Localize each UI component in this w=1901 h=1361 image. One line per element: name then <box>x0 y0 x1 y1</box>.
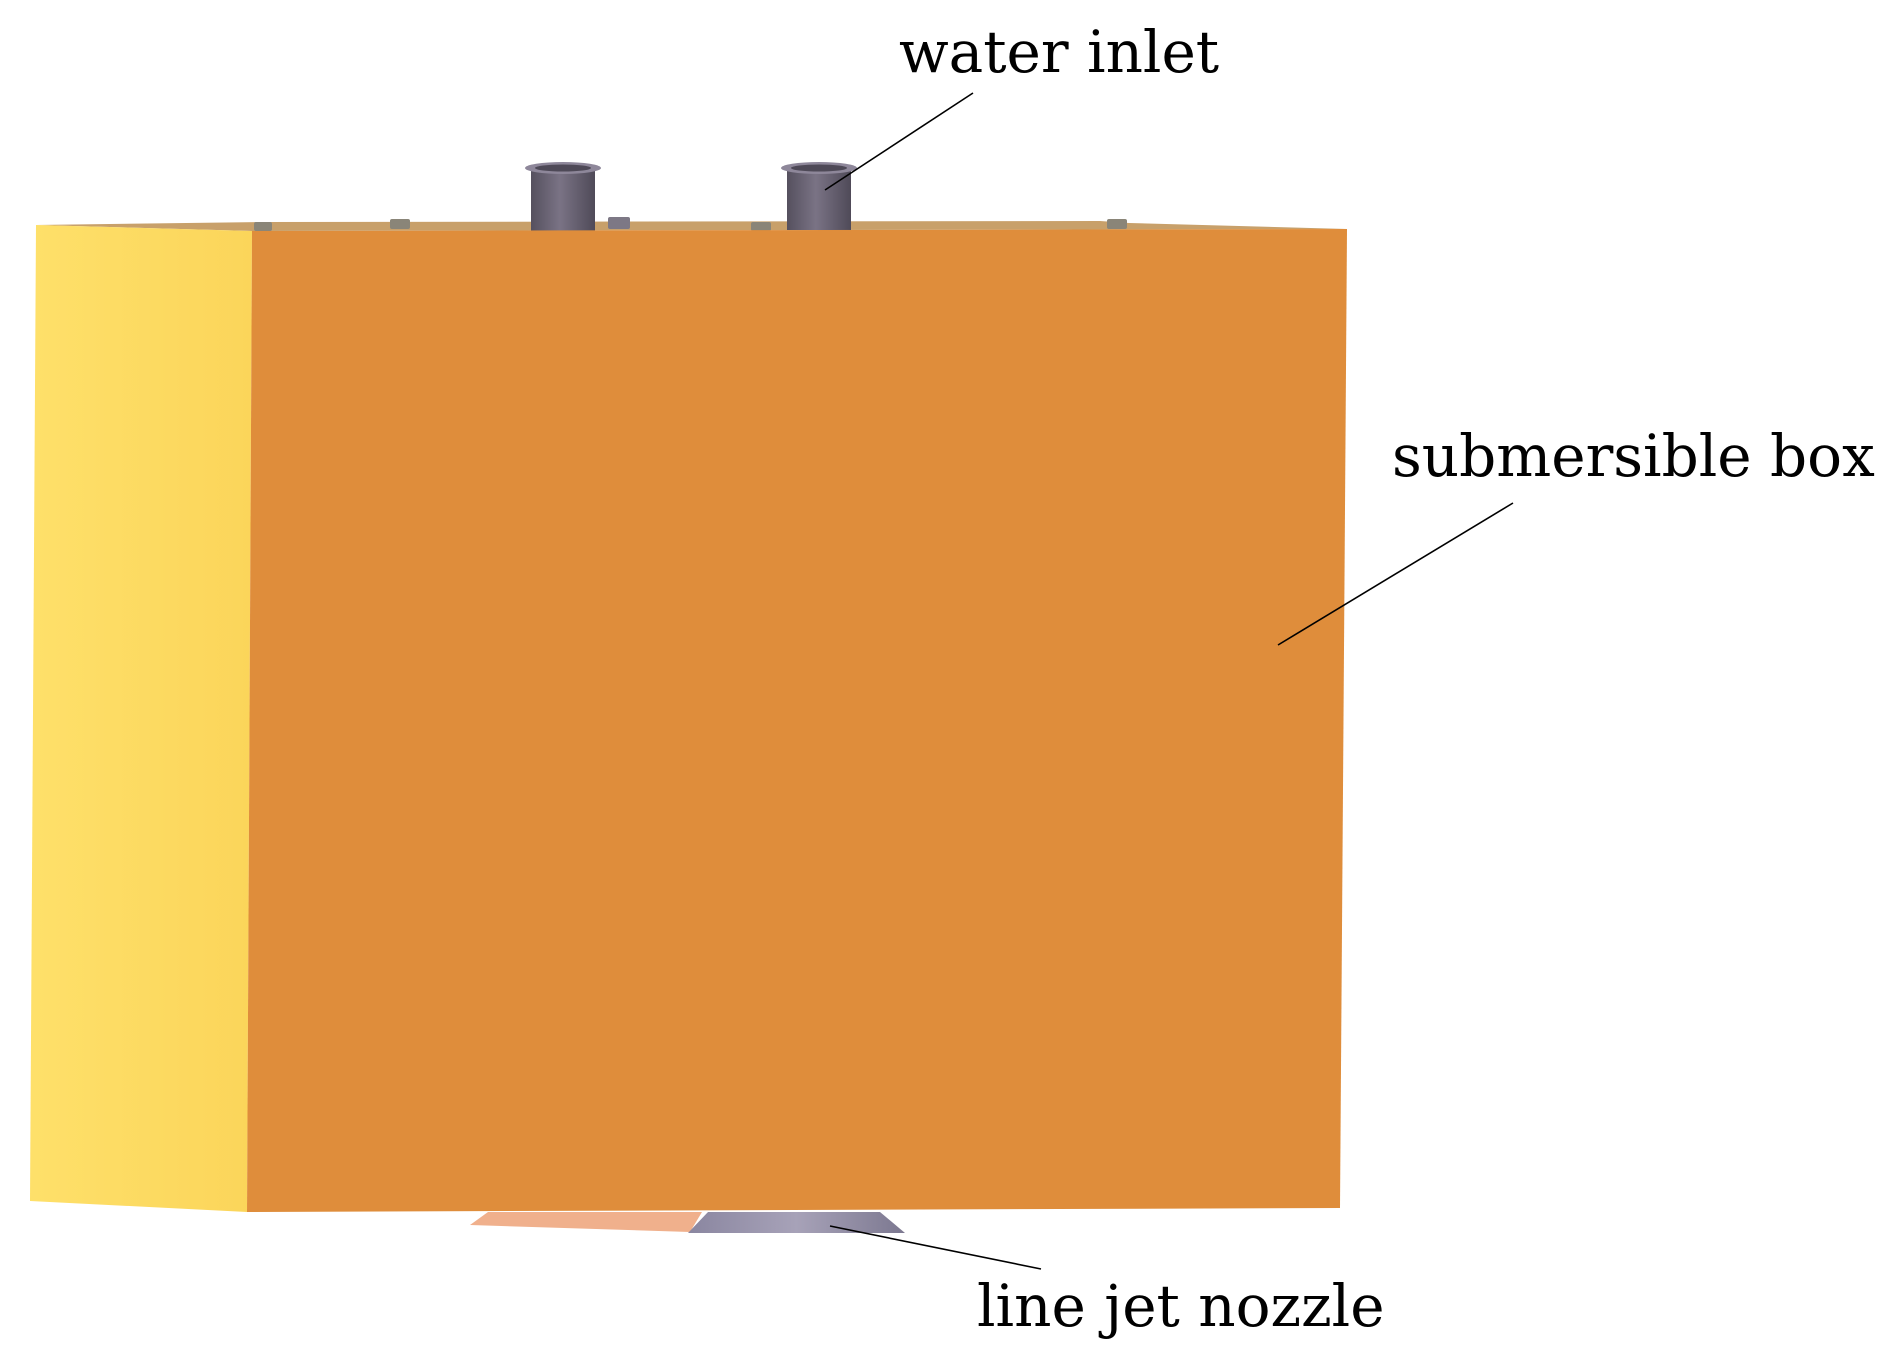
water-inlet-pipe-right <box>781 162 857 230</box>
box-front-face <box>247 229 1347 1212</box>
top-bolt <box>1107 219 1127 229</box>
top-bolt <box>254 222 272 231</box>
top-bolt <box>390 219 410 229</box>
water-inlet-leader <box>824 92 974 191</box>
water-inlet-label: water inlet <box>899 18 1219 86</box>
submersible-box-leader <box>1277 502 1514 646</box>
line-jet-nozzle-label: line jet nozzle <box>977 1272 1385 1340</box>
water-inlet-pipe-left <box>525 162 601 232</box>
submersible-box-label: submersible box <box>1392 422 1875 490</box>
top-bolt <box>751 222 771 231</box>
line-jet-nozzle-leader <box>829 1225 1042 1270</box>
nozzle-base-plate <box>470 1212 702 1232</box>
top-bolt <box>608 217 630 229</box>
box-top-edge <box>36 221 1347 231</box>
box-side-face <box>30 225 252 1212</box>
line-jet-nozzle <box>688 1212 905 1233</box>
